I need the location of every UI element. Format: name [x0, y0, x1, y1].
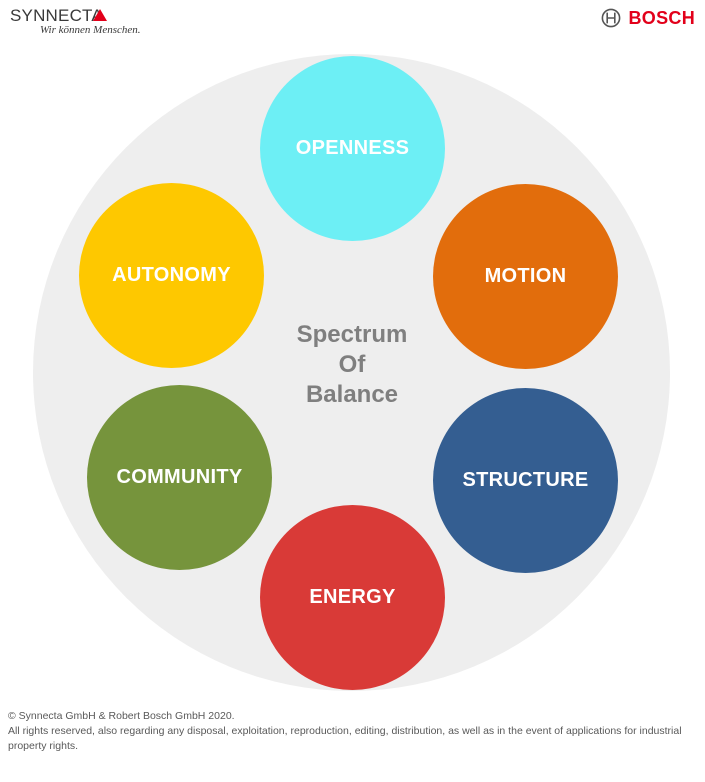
rights-notice: All rights reserved, also regarding any …: [8, 725, 682, 752]
copyright-line: © Synnecta GmbH & Robert Bosch GmbH 2020…: [8, 710, 235, 722]
synnecta-logo: SYNNECTA Wir können Menschen.: [10, 7, 170, 41]
node-energy: ENERGY: [260, 505, 445, 690]
node-label-motion: MOTION: [484, 265, 567, 287]
center-title-line-1: Spectrum: [296, 321, 408, 348]
center-title-line-2: Of: [338, 351, 366, 378]
node-community: COMMUNITY: [87, 385, 272, 570]
center-title-line-3: Balance: [305, 381, 399, 408]
node-label-energy: ENERGY: [309, 586, 396, 608]
node-label-openness: OPENNESS: [295, 137, 410, 159]
bosch-armature-icon: [602, 8, 621, 28]
synnecta-tagline: Wir können Menschen.: [40, 24, 141, 36]
synnecta-triangle-icon: [93, 9, 107, 21]
node-motion: MOTION: [433, 184, 618, 369]
node-label-structure: STRUCTURE: [462, 469, 589, 491]
node-autonomy: AUTONOMY: [79, 183, 264, 368]
center-title: Spectrum Of Balance: [252, 320, 452, 410]
copyright-footer: © Synnecta GmbH & Robert Bosch GmbH 2020…: [8, 709, 688, 754]
synnecta-wordmark: SYNNECTA: [10, 6, 103, 25]
node-label-autonomy: AUTONOMY: [112, 264, 231, 286]
bosch-wordmark: BOSCH: [628, 7, 695, 28]
node-label-community: COMMUNITY: [116, 466, 243, 488]
node-structure: STRUCTURE: [433, 388, 618, 573]
node-openness: OPENNESS: [260, 56, 445, 241]
bosch-logo: BOSCH: [601, 7, 695, 29]
